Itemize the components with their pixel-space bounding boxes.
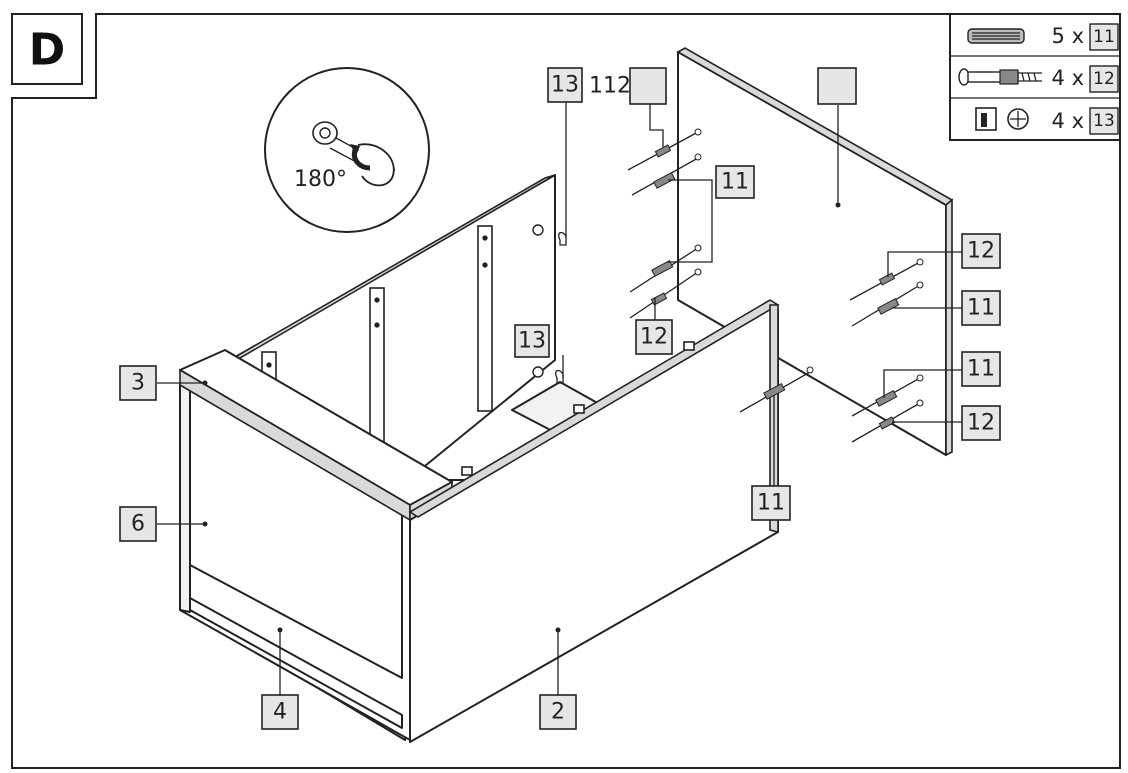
part-label-3: 3	[131, 371, 145, 396]
hardware-label-112: 112	[589, 74, 631, 99]
legend-part-number: 11	[1093, 27, 1115, 47]
cam-rotation-detail: 180°	[264, 67, 430, 233]
cam-bolt-icon	[958, 68, 1042, 86]
hardware-label-box	[629, 67, 667, 105]
hardware-label-box	[961, 233, 1001, 269]
back-panel-label-box	[817, 67, 857, 105]
part-label-2: 2	[551, 700, 565, 725]
hardware-label-11-right-b: 11	[967, 357, 995, 382]
hardware-label-13-top: 13	[551, 73, 579, 98]
legend-count-cam: 4 x	[1052, 109, 1084, 133]
part-label-4: 4	[273, 700, 287, 725]
rotation-angle: 180°	[294, 167, 347, 192]
legend-part-box	[1089, 65, 1119, 93]
wooden-dowel-icon	[967, 28, 1025, 44]
legend-part-box	[1089, 23, 1119, 51]
hardware-callouts	[157, 100, 962, 695]
hardware-label-box	[961, 405, 1001, 441]
step-letter-box	[11, 13, 83, 85]
front-panel	[408, 299, 780, 743]
hardware-label-12-right-bottom: 12	[967, 411, 995, 436]
hardware-label-box	[751, 485, 791, 521]
legend-count-bolt: 4 x	[1052, 66, 1084, 90]
hardware-label-12-right-top: 12	[967, 239, 995, 264]
hardware-label-11-right-a: 11	[967, 296, 995, 321]
top-rail	[179, 349, 453, 522]
cam-lock-icon	[975, 107, 1029, 131]
hardware-label-13-mid: 13	[518, 329, 546, 354]
legend-frame	[949, 13, 1121, 141]
hardware-label-box	[961, 351, 1001, 387]
part-label-box	[119, 506, 157, 542]
legend-count-dowel: 5 x	[1052, 24, 1084, 48]
hardware-label-box	[514, 324, 550, 358]
hardware-label-box	[715, 165, 755, 199]
hardware-legend: 5 x 11 4 x 12 4 x 13	[949, 13, 1121, 141]
hardware-label-box	[635, 319, 673, 355]
legend-part-number: 12	[1093, 69, 1115, 89]
part-label-box	[539, 694, 577, 730]
legend-part-number: 13	[1093, 111, 1115, 131]
legend-part-box	[1089, 107, 1119, 135]
part-label-box	[119, 365, 157, 401]
part-label-6: 6	[131, 512, 145, 537]
left-side-panel	[179, 384, 411, 741]
back-panel	[676, 47, 954, 457]
step-letter: D	[29, 25, 66, 76]
part-labels: 3 6 4 2 13 112 13 11 12 11 12 11 11 12	[119, 67, 1001, 730]
part-label-box	[261, 694, 299, 730]
hardware-label-11-bottom: 11	[757, 491, 785, 516]
hardware-label-box	[961, 290, 1001, 326]
hardware-label-12-mid: 12	[640, 325, 668, 350]
hardware-label-11-top: 11	[721, 170, 749, 195]
hardware-label-box	[547, 67, 583, 103]
